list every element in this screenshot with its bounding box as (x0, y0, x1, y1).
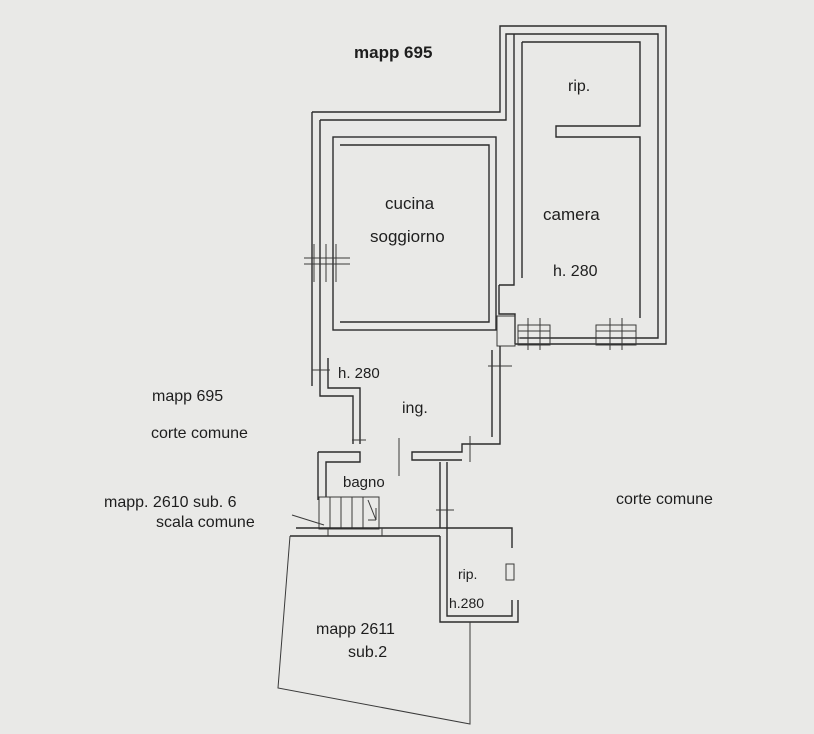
bagno-label: bagno (343, 474, 385, 491)
ing-height-label: h. 280 (338, 365, 380, 382)
cucina-soggiorno-walls (332, 136, 497, 331)
stair (291, 496, 380, 530)
camera-label: camera (543, 205, 600, 224)
mapp-2611-label: mapp 2611 (316, 621, 395, 638)
rip-small-label: rip. (458, 566, 477, 582)
cucina-label: cucina (385, 194, 435, 213)
camera-windows (517, 318, 637, 350)
lower-rip-walls (439, 528, 519, 623)
ingresso-walls (312, 346, 512, 476)
mapp-left-label: mapp 695 (152, 388, 223, 405)
mapp-2611-outline (277, 535, 471, 725)
corte-left-label: corte comune (151, 425, 248, 442)
corte-right-label: corte comune (616, 491, 713, 508)
rip-height-label: h.280 (449, 595, 484, 611)
ing-label: ing. (402, 400, 428, 417)
mapp-top-label: mapp 695 (354, 43, 432, 62)
camera-walls (496, 34, 641, 347)
scala-label: scala comune (156, 514, 255, 531)
soggiorno-label: soggiorno (370, 227, 445, 246)
lower-wall (290, 527, 513, 537)
outer-walls (311, 25, 667, 386)
kitchen-west-window (304, 244, 350, 282)
rip-top-label: rip. (568, 78, 590, 95)
mapp-2610-label: mapp. 2610 sub. 6 (104, 494, 237, 511)
camera-height-label: h. 280 (553, 263, 598, 280)
labels: mapp 695 rip. cucina soggiorno camera h.… (104, 43, 713, 661)
bagno-walls (317, 451, 454, 528)
sub2-label: sub.2 (348, 644, 387, 661)
